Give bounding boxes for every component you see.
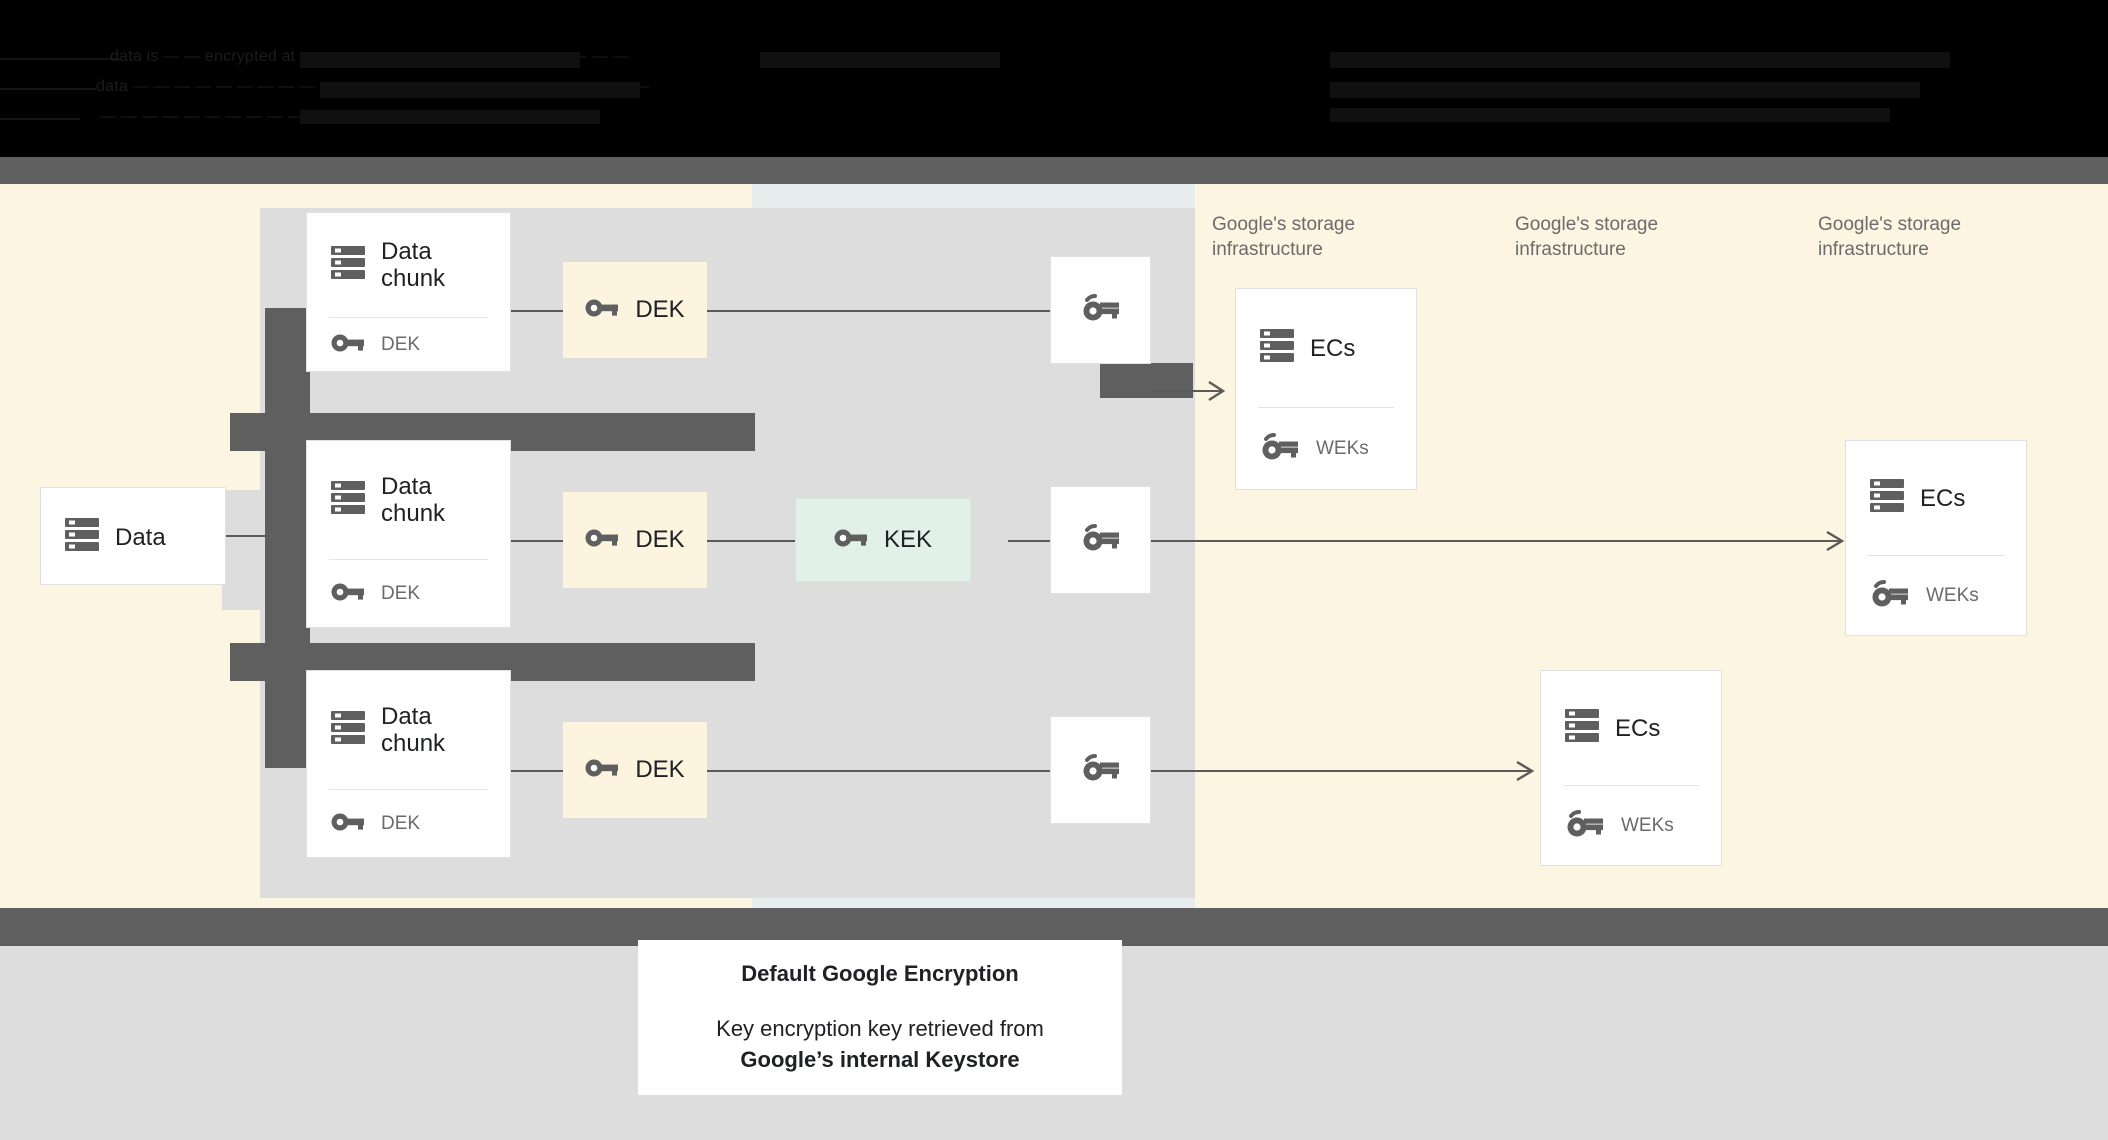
ecs-key-label: WEKs <box>1926 585 1979 606</box>
caption-body-strong: Google’s internal Keystore <box>740 1046 1020 1072</box>
chunk-key-label: DEK <box>381 334 421 355</box>
kek-label: KEK <box>883 526 933 553</box>
card-divider <box>329 559 488 560</box>
double-key-icon <box>1081 753 1121 787</box>
ecs-title: ECs <box>1920 484 1966 512</box>
storage-label-3: Google's storage infrastructure <box>1818 214 1962 260</box>
dek-label: DEK <box>635 296 685 323</box>
server-icon <box>331 480 365 521</box>
box-dek-1[interactable]: DEK <box>563 262 707 358</box>
connector-data-to-bracket <box>226 535 270 537</box>
double-key-icon <box>1081 523 1121 557</box>
key-icon <box>585 298 619 323</box>
key-icon <box>331 812 365 837</box>
double-key-icon <box>1081 293 1121 327</box>
connector-kek-wek2 <box>1008 540 1052 542</box>
connector-dek3-wek3 <box>707 770 1057 772</box>
ecs-key-label: WEKs <box>1621 815 1674 836</box>
dek-label: DEK <box>635 756 685 783</box>
box-kek[interactable]: KEK <box>795 498 971 582</box>
ecs-title: ECs <box>1310 334 1356 362</box>
ecs-title: ECs <box>1615 714 1661 742</box>
double-key-icon <box>1870 579 1910 613</box>
server-icon <box>1565 708 1599 749</box>
card-ecs-2[interactable]: ECs WEKs <box>1845 440 2027 636</box>
arrow-row-2 <box>1151 528 1851 559</box>
card-divider <box>329 789 488 790</box>
connector-dek2-kek <box>707 540 795 542</box>
caption-title: Default Google Encryption <box>741 960 1019 986</box>
server-icon <box>331 710 365 751</box>
caption-card: Default Google Encryption Key encryption… <box>638 940 1122 1095</box>
overlap-bar-row-1 <box>1100 363 1193 398</box>
double-key-icon <box>1565 809 1605 843</box>
card-divider <box>329 317 488 318</box>
bracket-vertical <box>265 308 310 768</box>
card-data-chunk-3[interactable]: Data chunk DEK <box>306 670 511 858</box>
redacted-header: data is — — encrypted at — — — — — — — —… <box>0 0 2108 157</box>
card-ecs-3[interactable]: ECs WEKs <box>1540 670 1722 866</box>
key-icon <box>585 528 619 553</box>
card-data-chunk-1[interactable]: Data chunk DEK <box>306 212 511 372</box>
dek-label: DEK <box>635 526 685 553</box>
box-wek-3[interactable] <box>1050 716 1151 824</box>
storage-label-2: Google's storage infrastructure <box>1515 214 1659 260</box>
card-ecs-1[interactable]: ECs WEKs <box>1235 288 1417 490</box>
arrow-row-3 <box>1151 758 1541 789</box>
chunk-title: Data chunk <box>381 473 446 527</box>
server-icon <box>331 245 365 286</box>
key-icon <box>585 758 619 783</box>
band-bottom-rule <box>0 908 2108 946</box>
key-icon <box>834 528 868 553</box>
chunk-title: Data chunk <box>381 703 446 757</box>
connector-chunk2-dek2 <box>511 540 563 542</box>
chunk-title: Data chunk <box>381 238 446 292</box>
card-data-chunk-2[interactable]: Data chunk DEK <box>306 440 511 628</box>
connector-chunk3-dek3 <box>511 770 563 772</box>
box-wek-2[interactable] <box>1050 486 1151 594</box>
storage-label-1: Google's storage infrastructure <box>1212 214 1356 260</box>
card-divider <box>1868 555 2004 556</box>
card-divider <box>1258 407 1394 408</box>
chunk-key-label: DEK <box>381 583 421 604</box>
ecs-key-label: WEKs <box>1316 438 1369 459</box>
box-dek-2[interactable]: DEK <box>563 492 707 588</box>
box-dek-3[interactable]: DEK <box>563 722 707 818</box>
card-data-source[interactable]: Data <box>40 487 226 585</box>
connector-dek1-wek1 <box>707 310 1057 312</box>
box-wek-1[interactable] <box>1050 256 1151 364</box>
server-icon <box>65 517 99 558</box>
card-divider <box>1563 785 1699 786</box>
server-icon <box>1260 328 1294 369</box>
server-icon <box>1870 478 1904 519</box>
key-icon <box>331 333 365 358</box>
key-icon <box>331 582 365 607</box>
connector-chunk1-dek1 <box>511 310 563 312</box>
chunk-key-label: DEK <box>381 813 421 834</box>
double-key-icon <box>1260 432 1300 466</box>
caption-body-prefix: Key encryption key retrieved from <box>716 1015 1044 1041</box>
band-header-shadow <box>0 157 2108 184</box>
arrow-row-1 <box>1151 378 1231 409</box>
caption-body: Key encryption key retrieved from Google… <box>716 1013 1044 1075</box>
data-source-label: Data <box>115 523 166 551</box>
